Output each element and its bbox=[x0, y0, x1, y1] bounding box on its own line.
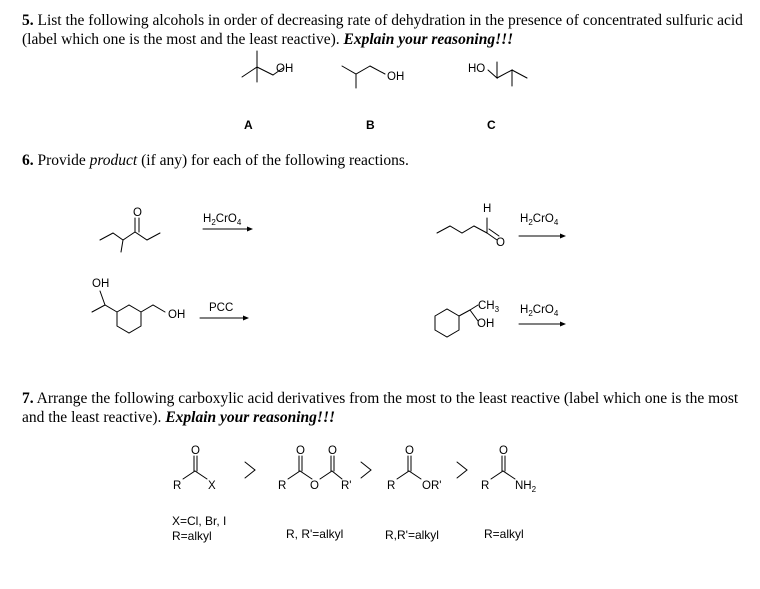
greater-than-3 bbox=[456, 461, 468, 479]
anhydride-bridge-oxygen: O bbox=[310, 480, 319, 492]
question-7: 7. Arrange the following carboxylic acid… bbox=[22, 389, 747, 427]
acid-halide-r: R bbox=[173, 480, 181, 492]
greater-than-1 bbox=[244, 461, 256, 479]
reagent-1: H2CrO4 bbox=[203, 213, 242, 227]
anhydride-rp: R' bbox=[341, 480, 352, 492]
ketone-1-oxygen: O bbox=[133, 207, 142, 219]
question-6-number: 6. bbox=[22, 152, 34, 169]
greater-than-2 bbox=[360, 461, 372, 479]
structure-alcohol-b: OH bbox=[341, 65, 404, 89]
question-6: 6. Provide product (if any) for each of … bbox=[22, 151, 747, 170]
alcohol-label-c: C bbox=[487, 118, 496, 132]
caption-acid-halide-line-1: X=Cl, Br, I bbox=[172, 514, 227, 528]
structure-alcohol-a: OH bbox=[241, 50, 293, 83]
structure-tertiary-alcohol: CH3 OH bbox=[434, 300, 500, 338]
amide-oxygen: O bbox=[499, 445, 508, 457]
alcohol-label-b: B bbox=[366, 118, 375, 132]
caption-amide: R=alkyl bbox=[484, 527, 524, 541]
anhydride-oxygen-2: O bbox=[328, 445, 337, 457]
ester-orp: OR' bbox=[422, 480, 441, 492]
aldehyde-oxygen: O bbox=[496, 237, 505, 249]
diol-oh-right: OH bbox=[168, 309, 185, 321]
caption-acid-halide-line-2: R=alkyl bbox=[172, 529, 212, 543]
reagent-2: H2CrO4 bbox=[520, 213, 559, 227]
question-6-pre: Provide bbox=[37, 152, 86, 169]
anhydride-oxygen-1: O bbox=[296, 445, 305, 457]
caption-anhydride: R, R'=alkyl bbox=[286, 527, 344, 541]
question-7-emphasis: Explain your reasoning!!! bbox=[165, 409, 336, 426]
reagent-3: PCC bbox=[209, 302, 233, 314]
tertiary-alcohol-ch3: CH3 bbox=[478, 300, 500, 314]
question-6-post: (if any) for each of the following react… bbox=[141, 152, 409, 169]
structure-diol: OH OH bbox=[91, 278, 185, 334]
structure-acid-halide: R O X bbox=[173, 445, 216, 492]
reagent-4: H2CrO4 bbox=[520, 304, 559, 318]
question-5-number: 5. bbox=[22, 12, 34, 29]
diol-oh-top: OH bbox=[92, 278, 109, 290]
amide-r: R bbox=[481, 480, 489, 492]
question-7-text: Arrange the following carboxylic acid de… bbox=[22, 390, 739, 426]
ester-oxygen: O bbox=[405, 445, 414, 457]
structure-ester: R O OR' bbox=[387, 445, 441, 492]
structure-ketone-1: O bbox=[99, 207, 161, 253]
alcohol-label-a: A bbox=[244, 118, 253, 132]
amide-nh2: NH2 bbox=[515, 480, 537, 494]
alcohol-b-oh: OH bbox=[387, 71, 404, 83]
question-7-number: 7. bbox=[22, 390, 34, 407]
structure-alcohol-c: HO bbox=[468, 61, 528, 87]
aldehyde-hydrogen: H bbox=[483, 203, 491, 215]
alcohol-c-ho: HO bbox=[468, 63, 485, 75]
question-5-text: List the following alcohols in order of … bbox=[22, 12, 743, 48]
structure-amide: R O NH2 bbox=[481, 445, 537, 494]
question-5-emphasis: Explain your reasoning!!! bbox=[343, 31, 514, 48]
alcohol-a-oh: OH bbox=[276, 63, 293, 75]
tertiary-alcohol-oh: OH bbox=[477, 318, 494, 330]
acid-halide-x: X bbox=[208, 480, 216, 492]
structure-anhydride: R O O O R' bbox=[278, 445, 352, 492]
caption-ester: R,R'=alkyl bbox=[385, 528, 439, 542]
question-6-emphasis: product bbox=[89, 152, 138, 169]
question-5: 5. List the following alcohols in order … bbox=[22, 11, 747, 49]
structure-aldehyde: H O bbox=[436, 203, 505, 249]
anhydride-r: R bbox=[278, 480, 286, 492]
ester-r: R bbox=[387, 480, 395, 492]
acid-halide-oxygen: O bbox=[191, 445, 200, 457]
caption-acid-halide: X=Cl, Br, I R=alkyl bbox=[172, 514, 226, 544]
